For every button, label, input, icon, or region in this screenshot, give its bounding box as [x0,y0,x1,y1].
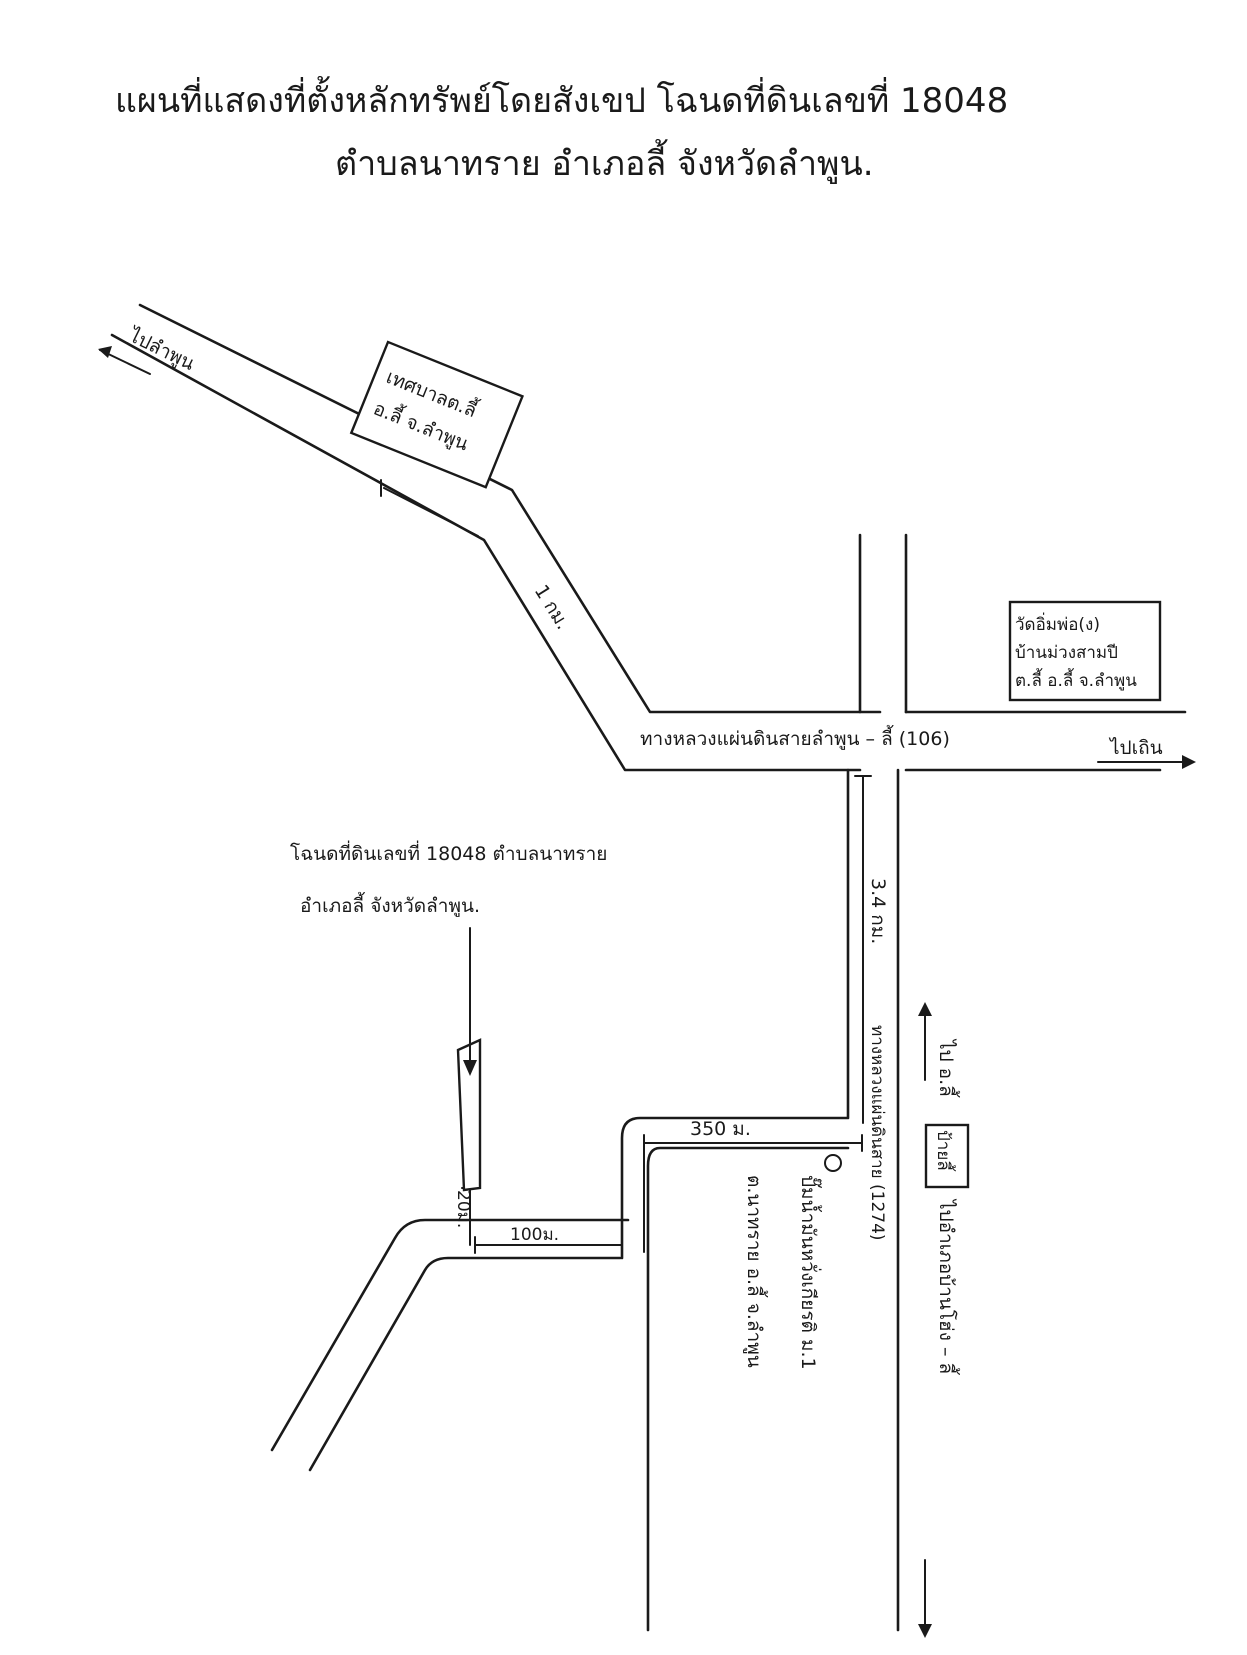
label-highway-106: ทางหลวงแผ่นดินสายลำพูน – ลี้ (106) [640,725,950,750]
measure-1km [380,479,479,537]
temple-line3: ต.ลี้ อ.ลี้ จ.ลำพูน [1015,668,1137,691]
temple-line2: บ้านม่วงสามปี [1015,643,1118,663]
highway-106-east [904,710,1187,772]
measure-3-4km [854,775,872,1124]
temple-line1: วัดอิ่มพ่อ(ง) [1015,612,1100,635]
highway-1274 [620,768,900,1632]
map-title-line2: ตำบลนาทราย อำเภอลี้ จังหวัดลำพูน. [335,139,874,184]
label-dist-20m: 20ม. [453,1190,473,1228]
north-sign-box: ป้ายลี้ [924,1123,970,1189]
road-north [858,533,908,714]
arrow-south-right [918,1559,932,1638]
label-gas-station-line2: ต.นาทราย อ.ลี้ จ.ลำพูน [743,1175,768,1368]
pointer-to-parcel [463,927,477,1076]
label-dist-350m: 350 ม. [690,1118,751,1140]
label-to-other: ไปอำเภอบ้านโฮ่ง – ลี้ [935,1198,960,1375]
label-dist-3-4km: 3.4 กม. [867,878,889,944]
label-gas-station-line1: ปั๊มน้ำมันหวั่งเกียรติ ม.1 [797,1175,822,1370]
temple-box: วัดอิ่มพ่อ(ง) บ้านม่วงสามปี ต.ลี้ อ.ลี้ … [1008,600,1162,702]
label-dist-100m: 100ม. [510,1225,559,1245]
measure-350m [643,1134,863,1253]
gas-station-marker [824,1154,842,1172]
label-to-ban-hong: ไป อ.ลี้ [935,1038,960,1098]
map-title-line1: แผนที่แสดงที่ตั้งหลักทรัพย์โดยสังเขป โฉน… [115,76,1008,121]
access-road [270,1218,630,1472]
arrow-to-thoen [1097,755,1196,769]
label-to-thoen: ไปเถิน [1108,737,1163,759]
label-title-deed-line2: อำเภอลี้ จังหวัดลำพูน. [300,892,480,917]
label-north-sign: ป้ายลี้ [933,1130,956,1172]
arrow-north-right [918,1002,932,1081]
road-to-lamphun [110,303,882,772]
label-highway-1274: ทางหลวงแผ่นดินสาย (1274) [867,1025,887,1241]
side-road [646,1146,850,1632]
label-title-deed-line1: โฉนดที่ดินเลขที่ 18048 ตำบลนาทราย [290,840,607,865]
municipality-box: เทศบาลต.ลี้ อ.ลี้ จ.ลำพูน [349,340,525,489]
land-parcel [456,1038,482,1192]
arrow-to-lamphun [98,346,151,375]
measure-100m [474,1236,623,1254]
